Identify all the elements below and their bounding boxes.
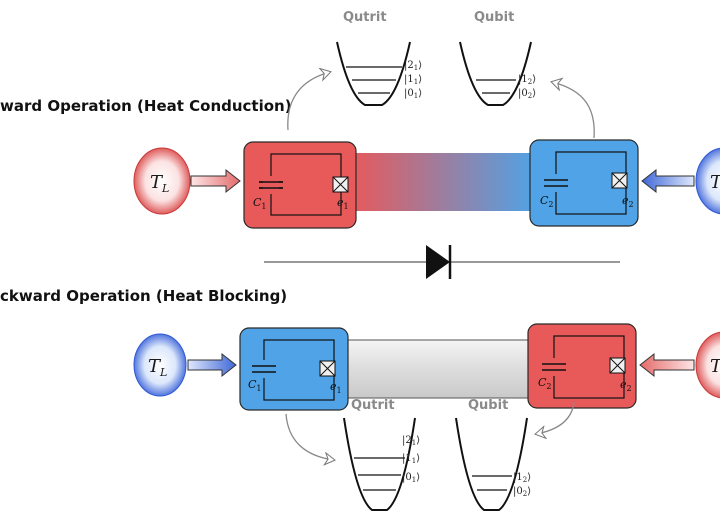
diode-symbol xyxy=(264,245,620,279)
forward-qutrit-title: Qutrit xyxy=(343,10,387,25)
forward-left-qutrit-circuit: C1 e1 xyxy=(243,141,357,229)
forward-left-reservoir-label: TL xyxy=(150,172,169,195)
forward-left-reservoir: TL xyxy=(133,147,191,215)
backward-right-reservoir-label: T xyxy=(710,356,720,377)
backward-right-qubit-circuit: C2 e2 xyxy=(527,323,637,409)
backward-left-reservoir-label: TL xyxy=(148,356,167,379)
forward-left-heat-arrow xyxy=(190,168,241,194)
forward-left-curved-arrow xyxy=(287,72,330,131)
forward-qutrit-level-0: |01⟩ xyxy=(404,88,422,100)
backward-e2-label: e2 xyxy=(620,378,632,393)
forward-qubit-potential: Qubit |12⟩ |02⟩ xyxy=(459,10,536,106)
forward-right-qubit-circuit: C2 e2 xyxy=(529,139,639,227)
backward-qutrit-title: Qutrit xyxy=(351,398,395,413)
backward-qutrit-level-0: |01⟩ xyxy=(402,472,420,484)
forward-qutrit-level-1: |11⟩ xyxy=(404,74,422,86)
backward-qutrit-potential: Qutrit |21⟩ |11⟩ |01⟩ xyxy=(343,398,420,511)
backward-left-curved-arrow xyxy=(285,413,334,460)
forward-qubit-level-1: |12⟩ xyxy=(518,74,536,86)
backward-qubit-level-0: |02⟩ xyxy=(513,486,531,498)
forward-e1-label: e1 xyxy=(337,196,349,211)
backward-right-heat-arrow xyxy=(639,352,695,378)
backward-title: ckward Operation (Heat Blocking) xyxy=(0,287,287,305)
forward-conducting-link xyxy=(350,153,536,211)
forward-qubit-level-0: |02⟩ xyxy=(518,88,536,100)
forward-right-reservoir-label: T xyxy=(710,172,720,193)
forward-title: ward Operation (Heat Conduction) xyxy=(0,97,292,115)
backward-c2-label: C2 xyxy=(538,376,552,391)
backward-qubit-level-1: |12⟩ xyxy=(513,472,531,484)
forward-right-reservoir: T xyxy=(695,147,720,215)
forward-c2-label: C2 xyxy=(540,194,554,209)
backward-qubit-title: Qubit xyxy=(468,398,508,413)
backward-left-heat-arrow xyxy=(187,352,237,378)
backward-left-qutrit-circuit: C1 e1 xyxy=(239,327,349,411)
forward-right-curved-arrow xyxy=(552,82,595,139)
backward-blocked-link xyxy=(343,339,535,399)
forward-qutrit-level-2: |21⟩ xyxy=(404,60,422,72)
backward-e1-label: e1 xyxy=(330,380,342,395)
backward-left-reservoir: TL xyxy=(133,333,187,397)
forward-right-heat-arrow xyxy=(641,168,695,194)
forward-e2-label: e2 xyxy=(622,194,634,209)
forward-qutrit-potential: Qutrit |21⟩ |11⟩ |01⟩ xyxy=(336,10,422,106)
forward-c1-label: C1 xyxy=(253,196,267,211)
backward-qubit-potential: Qubit |12⟩ |02⟩ xyxy=(455,398,531,511)
backward-right-reservoir: T xyxy=(695,331,720,399)
backward-right-curved-arrow xyxy=(536,401,575,434)
forward-qubit-title: Qubit xyxy=(474,10,514,25)
backward-qutrit-level-1: |11⟩ xyxy=(402,453,420,465)
backward-c1-label: C1 xyxy=(248,378,262,393)
backward-qutrit-level-2: |21⟩ xyxy=(402,435,420,447)
